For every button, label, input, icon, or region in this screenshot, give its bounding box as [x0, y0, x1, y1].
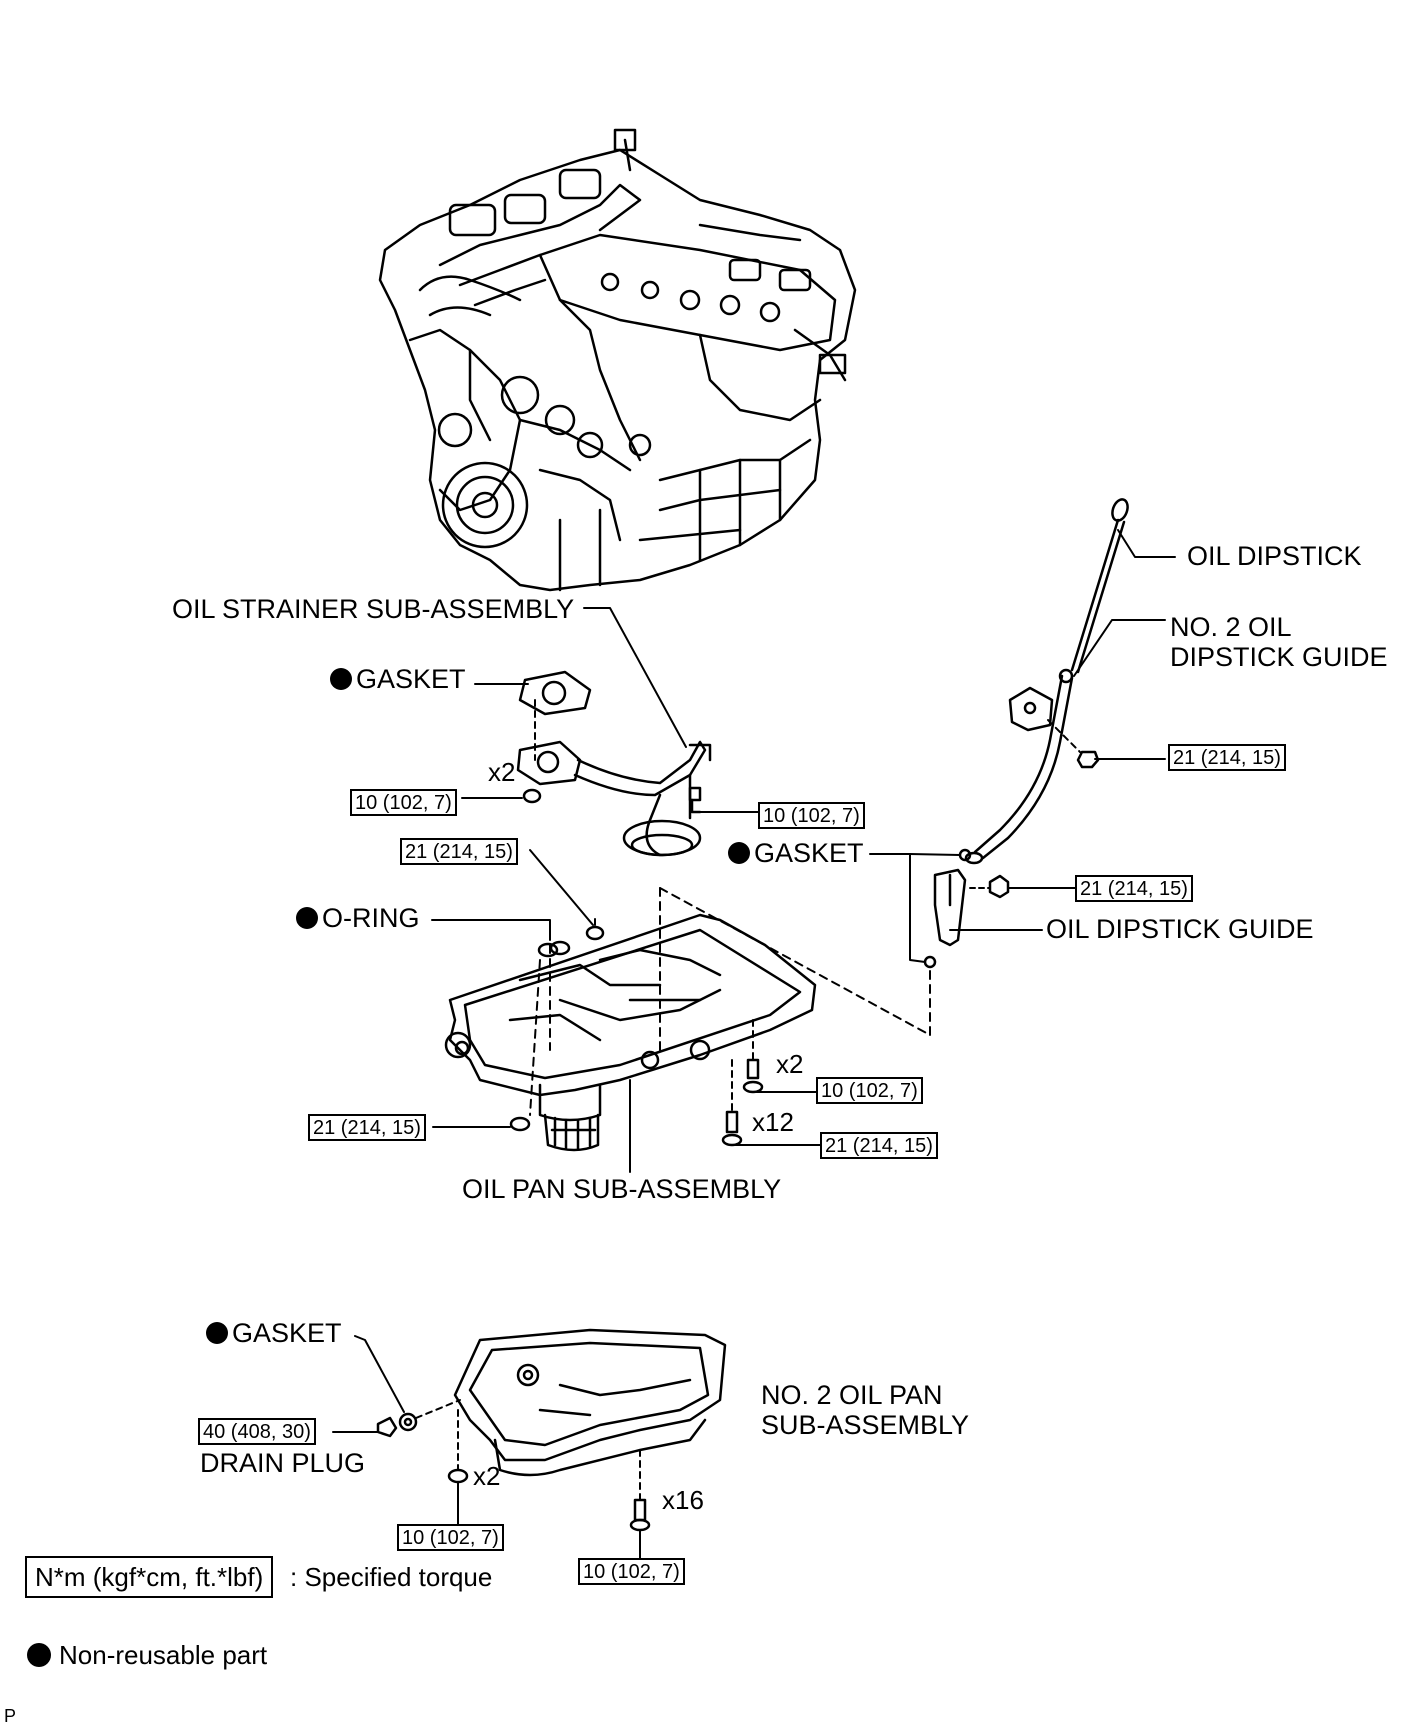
legend-nonreusable: Non-reusable part: [27, 1640, 267, 1670]
label-gasket-dipstick-text: GASKET: [754, 838, 864, 868]
label-no2-oil-dipstick-guide: NO. 2 OIL DIPSTICK GUIDE: [1170, 612, 1388, 672]
label-oil-strainer: OIL STRAINER SUB-ASSEMBLY: [172, 594, 575, 624]
label-no2-oil-dipstick-guide-line1: NO. 2 OIL: [1170, 612, 1292, 642]
label-no2-oil-dipstick-guide-line2: DIPSTICK GUIDE: [1170, 642, 1388, 672]
count-no2-x16: x16: [662, 1485, 704, 1515]
label-drain-plug: DRAIN PLUG: [200, 1448, 366, 1478]
label-no2-oil-pan: NO. 2 OIL PAN SUB-ASSEMBLY: [761, 1380, 969, 1440]
nonreusable-dot-icon: [330, 668, 352, 690]
label-oil-dipstick-guide: OIL DIPSTICK GUIDE: [1046, 914, 1314, 944]
corner-mark: P: [4, 1706, 17, 1726]
oil-dipstick-guide-drawing: [869, 848, 1076, 969]
torque-drain-plug: 40 (408, 30): [198, 1418, 316, 1445]
oil-strainer-drawing: [461, 607, 759, 857]
label-no2-oil-pan-line1: NO. 2 OIL PAN: [761, 1380, 943, 1410]
legend-torque-text: : Specified torque: [290, 1562, 493, 1592]
label-no2-oil-pan-line2: SUB-ASSEMBLY: [761, 1410, 970, 1440]
no2-oil-pan-drawing: [332, 1328, 727, 1575]
torque-pan-bolt-x12: 21 (214, 15): [820, 1132, 938, 1159]
nonreusable-dot-icon: [206, 1322, 228, 1344]
nonreusable-dot-icon: [27, 1643, 51, 1667]
torque-pan-left: 21 (214, 15): [308, 1114, 426, 1141]
label-o-ring-text: O-RING: [322, 903, 420, 933]
count-pan-x12: x12: [752, 1107, 794, 1137]
label-gasket-dipstick: GASKET: [728, 838, 864, 868]
oil-dipstick-drawing: [1058, 498, 1176, 684]
nonreusable-dot-icon: [728, 842, 750, 864]
torque-dipstick-guide: 21 (214, 15): [1075, 875, 1193, 902]
no2-oil-dipstick-guide-drawing: [964, 619, 1166, 865]
torque-no2-pan-x2: 10 (102, 7): [397, 1524, 504, 1551]
label-gasket-drain: GASKET: [206, 1318, 342, 1348]
legend-nonreusable-text: Non-reusable part: [59, 1640, 268, 1670]
engine-assembly-drawing: [378, 128, 857, 592]
torque-no2-dipstick-guide: 21 (214, 15): [1168, 744, 1286, 771]
torque-pan-bolt-x2: 10 (102, 7): [816, 1077, 923, 1104]
legend-torque-box: N*m (kgf*cm, ft.*lbf): [25, 1556, 274, 1598]
label-oil-pan: OIL PAN SUB-ASSEMBLY: [462, 1174, 782, 1204]
torque-strainer-right: 10 (102, 7): [758, 802, 865, 829]
label-gasket-strainer: GASKET: [330, 664, 466, 694]
label-gasket-drain-text: GASKET: [232, 1318, 342, 1348]
oil-pan-drawing: [431, 849, 931, 1173]
label-gasket-strainer-text: GASKET: [356, 664, 466, 694]
count-pan-x2: x2: [776, 1049, 804, 1079]
count-no2-x2: x2: [473, 1461, 501, 1491]
count-strainer: x2: [488, 757, 516, 787]
label-oil-dipstick: OIL DIPSTICK: [1187, 541, 1362, 571]
nonreusable-dot-icon: [296, 907, 318, 929]
torque-no2-pan-x16: 10 (102, 7): [578, 1558, 685, 1585]
torque-strainer-left: 10 (102, 7): [350, 789, 457, 816]
label-o-ring: O-RING: [296, 903, 420, 933]
torque-pan-top: 21 (214, 15): [400, 838, 518, 865]
